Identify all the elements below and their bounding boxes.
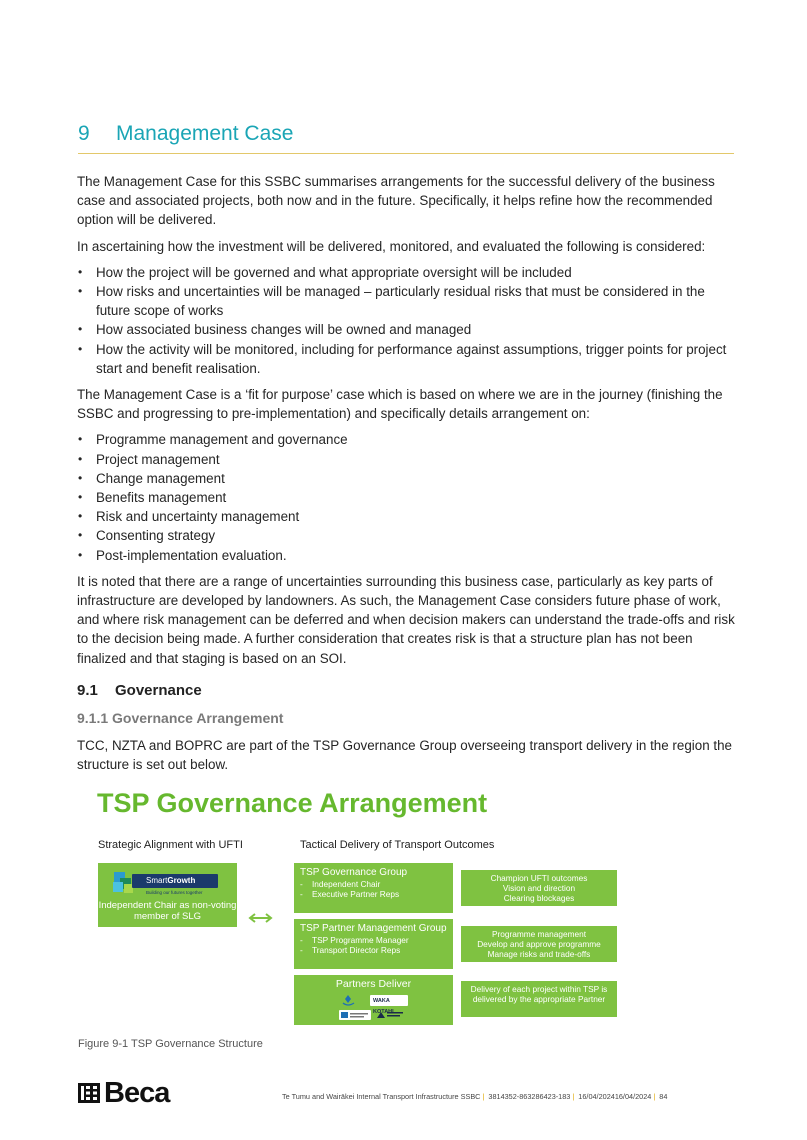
list-item: Change management [77, 469, 737, 488]
intro-paragraph-4: It is noted that there are a range of un… [77, 573, 735, 666]
box-bullet: Independent Chair [300, 879, 447, 889]
role-line: Develop and approve programme [477, 939, 601, 949]
arrangements-list: Programme management and governance Proj… [77, 430, 737, 565]
list-item: How the project will be governed and wha… [77, 263, 737, 282]
list-item: How the activity will be monitored, incl… [77, 340, 737, 378]
box-title: Partners Deliver [335, 978, 412, 990]
list-item: How risks and uncertainties will be mana… [77, 282, 737, 320]
beca-mark-icon [78, 1083, 100, 1103]
smartgrowth-cubes-icon [113, 872, 133, 893]
footer-ref: 3814352-863286423-183 [488, 1092, 571, 1101]
role-line: Delivery of each project within TSP is d… [470, 984, 608, 1004]
figure-title: TSP Governance Arrangement [97, 788, 488, 818]
list-item: How associated business changes will be … [77, 320, 737, 339]
box-bullet: Executive Partner Reps [300, 889, 447, 899]
body-text: The Management Case for this SSBC summar… [77, 172, 737, 782]
logo-prefix: Smart [146, 876, 168, 885]
role-box-delivery: Delivery of each project within TSP is d… [461, 981, 617, 1017]
right-column-heading: Tactical Delivery of Transport Outcomes [300, 839, 495, 851]
sub-subsection-heading: 9.1.1 Governance Arrangement [77, 710, 284, 727]
logo-suffix: Growth [167, 876, 196, 885]
list-item: Post-implementation evaluation. [77, 546, 737, 565]
role-line: Clearing blockages [503, 893, 575, 903]
waka-kotahi-logo: WAKA KOTAHI [370, 995, 408, 1015]
role-box-governance: Champion UFTI outcomes Vision and direct… [461, 870, 617, 906]
role-line: Programme management [491, 929, 587, 939]
subsection-number: 9.1 [77, 681, 98, 699]
page-number: 84 [659, 1092, 668, 1101]
box-title: TSP Governance Group [300, 867, 408, 878]
double-arrow-icon [248, 913, 273, 923]
subsection-title: Governance [115, 681, 202, 699]
smartgrowth-wordmark: SmartGrowth [132, 874, 218, 888]
list-item: Project management [77, 450, 737, 469]
partner-logo-council [339, 1010, 371, 1020]
section-heading: 9 Management Case [78, 122, 734, 154]
list-item: Programme management and governance [77, 430, 737, 449]
page-footer: Te Tumu and Wairākei Internal Transport … [282, 1092, 668, 1101]
list-item: Consenting strategy [77, 526, 737, 545]
role-line: Manage risks and trade-offs [487, 949, 591, 959]
smartgrowth-logo: SmartGrowth Building our futures togethe… [112, 868, 220, 896]
role-box-management: Programme management Develop and approve… [461, 926, 617, 962]
footer-dates: 16/04/202416/04/2024 [578, 1092, 652, 1101]
left-column-heading: Strategic Alignment with UFTI [98, 839, 243, 851]
figure-caption: Figure 9-1 TSP Governance Structure [78, 1038, 263, 1050]
smartgrowth-tagline: Building our futures together [146, 890, 203, 895]
role-line: Vision and direction [502, 883, 576, 893]
list-item: Benefits management [77, 488, 737, 507]
considerations-list: How the project will be governed and wha… [77, 263, 737, 378]
partner-logo-emblem [340, 994, 357, 1007]
intro-paragraph-3: The Management Case is a ‘fit for purpos… [77, 387, 723, 422]
section-title: Management Case [116, 122, 294, 145]
intro-paragraph-2: In ascertaining how the investment will … [77, 238, 706, 254]
box-bullet: Transport Director Reps [300, 945, 447, 955]
waka-kotahi-text: WAKA KOTAHI [373, 998, 394, 1015]
footer-doc-title: Te Tumu and Wairākei Internal Transport … [282, 1092, 481, 1101]
role-line: Champion UFTI outcomes [490, 873, 588, 883]
smartgrowth-text: Independent Chair as non-voting member o… [98, 900, 237, 922]
list-item: Risk and uncertainty management [77, 507, 737, 526]
partner-management-group-box: TSP Partner Management Group TSP Program… [294, 919, 453, 969]
subsection-heading: 9.1 Governance [77, 681, 737, 700]
beca-wordmark: Beca [104, 1077, 170, 1109]
box-title: TSP Partner Management Group [300, 923, 447, 934]
governance-paragraph: TCC, NZTA and BOPRC are part of the TSP … [77, 738, 732, 773]
beca-logo: Beca [78, 1077, 182, 1109]
smartgrowth-box: SmartGrowth Building our futures togethe… [98, 863, 237, 927]
section-number: 9 [78, 122, 90, 145]
partner-logo-regional [376, 1010, 406, 1020]
box-bullet: TSP Programme Manager [300, 935, 447, 945]
intro-paragraph-1: The Management Case for this SSBC summar… [77, 174, 715, 228]
governance-group-box: TSP Governance Group Independent Chair E… [294, 863, 453, 913]
partners-deliver-box: Partners Deliver WAKA KOTAHI [294, 975, 453, 1025]
